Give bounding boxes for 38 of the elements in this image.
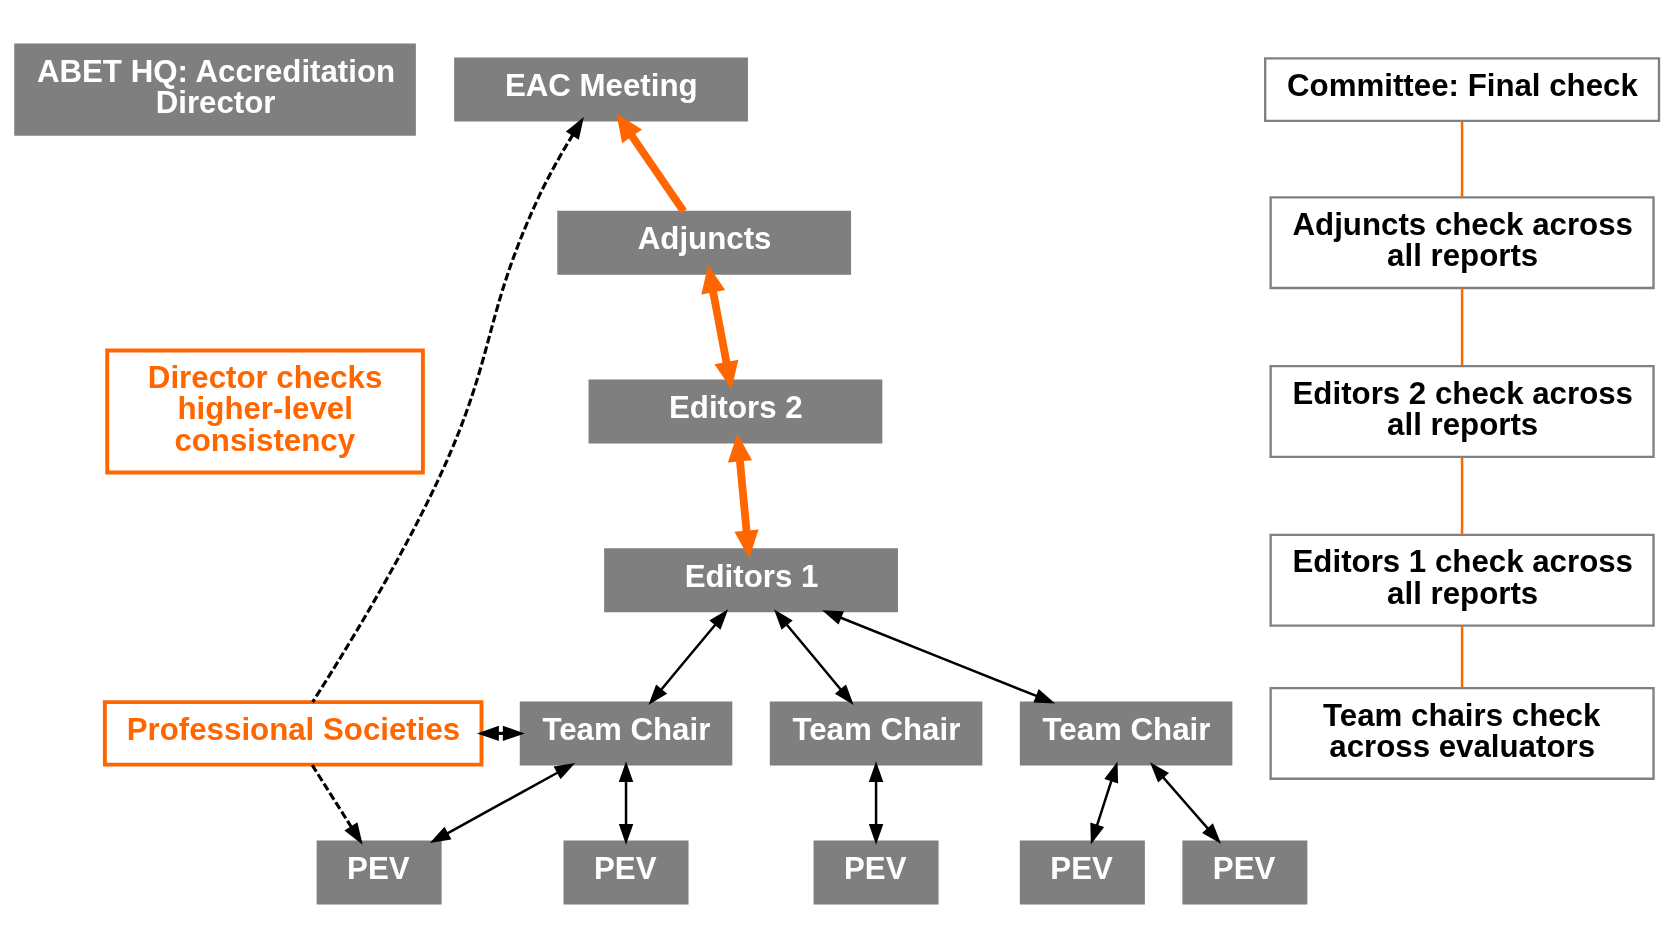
node-box: Professional Societies [102, 699, 484, 767]
node-box: Editors 1 check across all reports [1269, 533, 1655, 627]
node-box: ABET HQ: Accreditation Director [14, 42, 416, 136]
node-box: Director checks higher-level consistency [105, 348, 425, 474]
arrow [648, 608, 729, 705]
node-box: Editors 1 [604, 547, 898, 612]
arrow [1090, 761, 1119, 844]
node-box: Adjuncts check across all reports [1269, 195, 1655, 289]
arrow [822, 609, 1056, 703]
node-box: PEV [563, 839, 689, 905]
node-box: PEV [316, 839, 442, 905]
arrow [1150, 761, 1222, 844]
node-box: Editors 2 check across all reports [1269, 364, 1655, 458]
node-box: Editors 2 [588, 378, 883, 444]
node-box: Team chairs check across evaluators [1269, 686, 1655, 780]
arrow [311, 116, 584, 703]
node-box: EAC Meeting [454, 57, 748, 122]
node-box: Committee: Final check [1264, 56, 1661, 122]
connector [1460, 456, 1464, 535]
node-box: Team Chair [519, 700, 733, 765]
arrow [310, 763, 363, 845]
node-box: PEV [813, 839, 939, 905]
connector [1460, 625, 1464, 688]
arrow [476, 725, 525, 741]
arrow [773, 608, 854, 705]
arrow [618, 760, 634, 845]
arrow [701, 264, 739, 389]
arrow [727, 433, 759, 558]
node-box: PEV [1182, 839, 1308, 905]
node-box: Adjuncts [557, 210, 852, 275]
arrow [868, 760, 884, 845]
connector [1460, 121, 1464, 197]
connector [1460, 287, 1464, 366]
arrow [616, 112, 687, 214]
arrow [429, 762, 576, 843]
node-box: Team Chair [1019, 700, 1233, 765]
node-box: Team Chair [769, 700, 983, 765]
node-box: PEV [1019, 839, 1145, 905]
